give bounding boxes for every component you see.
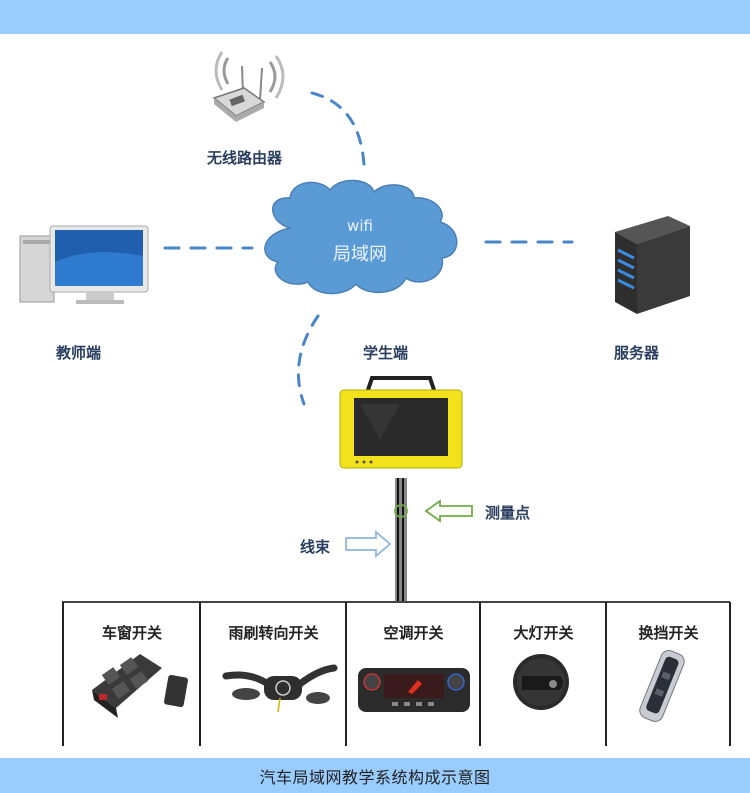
switch-label-gear-shift: 换挡开关 [638, 624, 699, 642]
switch-label-window: 车窗开关 [101, 624, 162, 642]
wifi-lan-cloud [264, 179, 458, 295]
figure-caption: 汽车局域网教学系统构成示意图 [259, 767, 491, 787]
teacher-label: 教师端 [56, 344, 102, 362]
student-terminal-icon [339, 376, 463, 469]
wireless-router-icon [212, 51, 285, 122]
wiper-turn-switch-icon [222, 664, 338, 713]
cloud-label-wifi: wifi [347, 217, 373, 235]
switch-label-wiper-turn: 雨刷转向开关 [228, 624, 319, 642]
router-link-line [310, 91, 366, 167]
ac-control-panel-icon [358, 668, 470, 712]
harness-arrow-icon [345, 530, 392, 558]
wire-harness [395, 478, 407, 602]
measure-point-label: 测量点 [485, 504, 531, 522]
gear-shift-switch-icon [639, 650, 685, 722]
harness-label: 线束 [300, 538, 331, 556]
switch-label-headlight: 大灯开关 [513, 624, 574, 642]
teacher-computer-icon [19, 225, 149, 304]
server-label: 服务器 [614, 344, 660, 362]
student-link-line [297, 314, 320, 406]
cloud-label-lan: 局域网 [333, 244, 387, 265]
window-switch-icon [92, 654, 188, 718]
router-label: 无线路由器 [207, 149, 283, 167]
headlight-knob-icon [513, 654, 569, 710]
top-banner [0, 0, 750, 34]
student-label: 学生端 [363, 344, 409, 362]
measure-point-marker [394, 504, 408, 518]
switch-label-ac: 空调开关 [383, 624, 444, 642]
caption-banner: 汽车局域网教学系统构成示意图 [0, 758, 750, 793]
server-icon [615, 216, 690, 314]
switch-table-frame [62, 601, 731, 746]
measure-arrow-icon [424, 499, 473, 523]
